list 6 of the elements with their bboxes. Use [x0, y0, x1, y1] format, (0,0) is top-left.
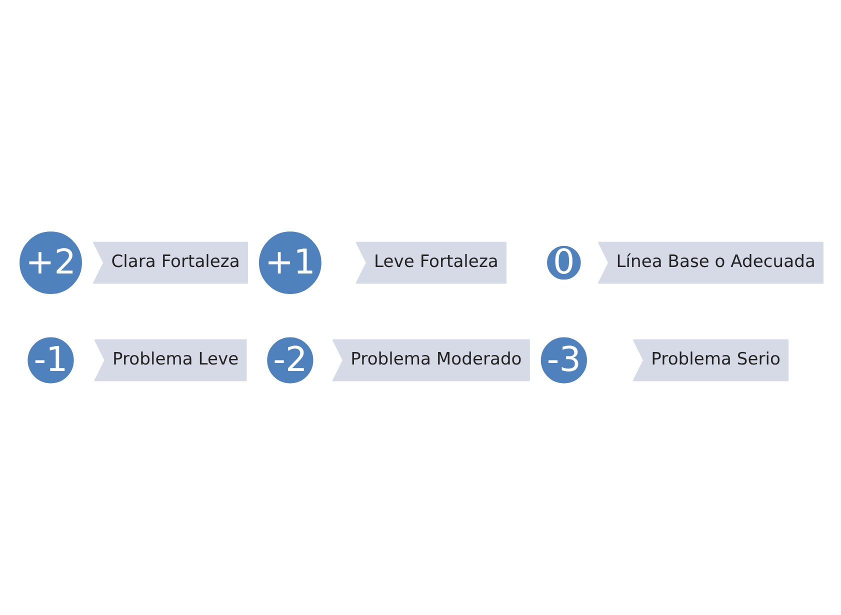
arrow-shape: Problema Serio — [632, 338, 789, 381]
arrow-shape: Problema Leve — [94, 338, 247, 381]
arrow-shape: Clara Fortaleza — [93, 241, 248, 284]
arrow-shape: Leve Fortaleza — [356, 241, 506, 284]
arrow-shape: Línea Base o Adecuada — [598, 241, 824, 284]
arrow-shape: Problema Moderado — [332, 338, 530, 381]
